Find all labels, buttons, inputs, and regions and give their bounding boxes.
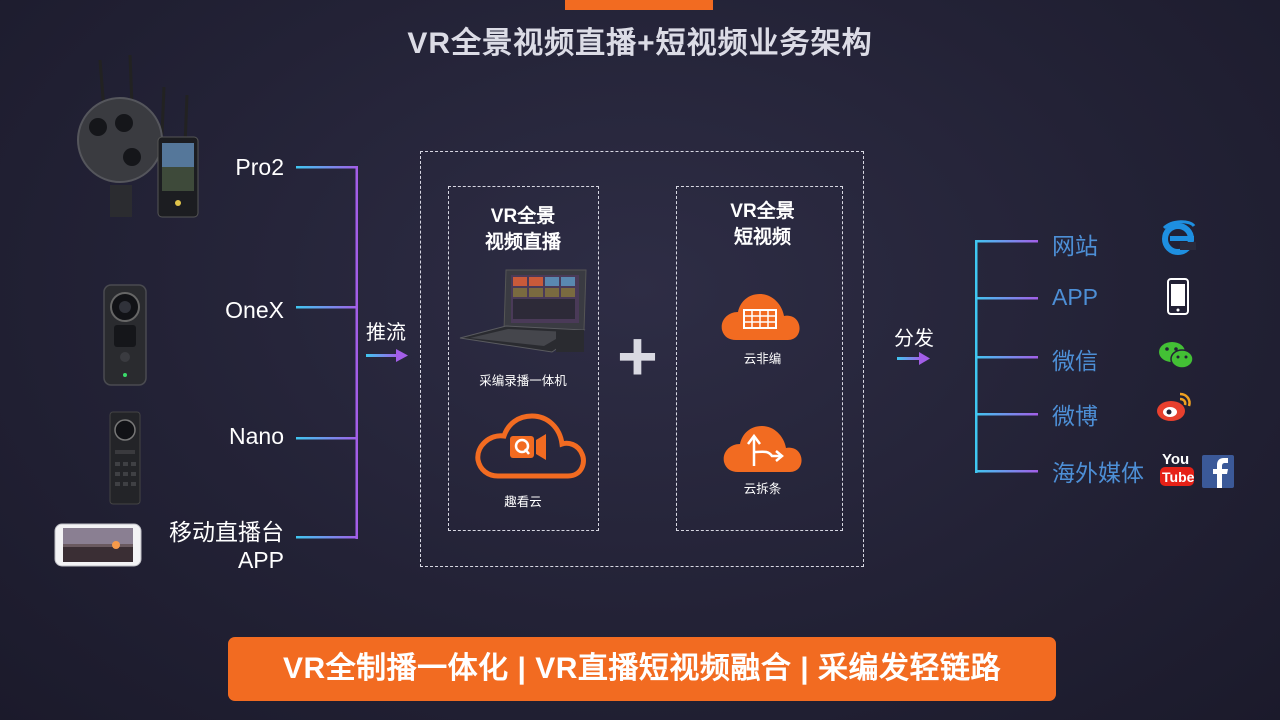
short-panel-title-line2: 短视频 <box>733 227 791 248</box>
live-panel-title-line2: 视频直播 <box>484 232 561 253</box>
plus-sign: + <box>617 317 658 395</box>
dest-label-website: 网站 <box>1052 233 1098 259</box>
cloud-editing-icon <box>721 294 800 340</box>
wechat-icon <box>1159 342 1194 369</box>
source-label-nano: Nano <box>229 423 284 449</box>
pro2-camera-image <box>77 54 199 218</box>
weibo-icon <box>1157 392 1191 421</box>
onex-camera-image <box>103 284 147 386</box>
caption-cloud-editing: 云非编 <box>743 352 782 366</box>
source-label-app-line1: 移动直播台 <box>169 519 284 545</box>
source-line-pro2 <box>296 166 358 169</box>
top-accent-bar <box>565 0 713 10</box>
nano-camera-image <box>109 411 141 505</box>
dest-label-weibo: 微博 <box>1052 403 1098 429</box>
ie-icon <box>1162 220 1196 255</box>
distribute-label: 分发 <box>894 328 934 350</box>
svg-text:Tube: Tube <box>1162 469 1195 485</box>
live-panel-title-line1: VR全景 <box>490 206 556 227</box>
short-video-panel <box>676 186 843 531</box>
dest-line-app <box>975 297 1038 300</box>
push-label: 推流 <box>366 322 406 344</box>
source-line-nano <box>296 437 358 440</box>
svg-text:You: You <box>1162 451 1189 468</box>
caption-cloud-clipping: 云拆条 <box>743 482 782 496</box>
source-label-pro2: Pro2 <box>235 154 284 180</box>
push-arrow <box>366 349 408 362</box>
source-label-onex: OneX <box>225 297 284 323</box>
source-bracket <box>355 166 358 539</box>
page-title: VR全景视频直播+短视频业务架构 <box>407 27 873 60</box>
dest-label-app: APP <box>1052 284 1099 310</box>
dest-line-overseas <box>975 470 1038 473</box>
caption-qukan-cloud: 趣看云 <box>504 495 542 509</box>
live-panel-title: VR全景 视频直播 <box>448 204 598 256</box>
platform-container <box>420 151 864 567</box>
caption-encoder: 采编录播一体机 <box>479 374 567 388</box>
dest-label-overseas-media: 海外媒体 <box>1052 460 1144 486</box>
source-label-mobile-app: 移动直播台 APP <box>169 518 284 574</box>
dest-line-weibo <box>975 413 1038 416</box>
cloud-clipping-icon <box>723 426 802 472</box>
encoder-laptop-image <box>459 269 587 353</box>
distribute-arrow <box>897 352 930 365</box>
source-label-app-line2: APP <box>237 547 284 573</box>
short-panel-title-line1: VR全景 <box>730 201 795 222</box>
source-line-onex <box>296 306 358 309</box>
dest-line-website <box>975 240 1038 243</box>
short-panel-title: VR全景 短视频 <box>680 199 845 251</box>
qukan-cloud-icon <box>475 413 586 479</box>
live-panel <box>448 186 599 531</box>
source-line-app <box>296 536 358 539</box>
dest-label-wechat: 微信 <box>1052 348 1098 374</box>
dest-line-wechat <box>975 356 1038 359</box>
phone-icon <box>1167 278 1189 315</box>
mobile-app-phone-image <box>54 523 142 567</box>
youtube-facebook-icon: You Tube <box>1160 451 1234 488</box>
bottom-banner: VR全制播一体化 | VR直播短视频融合 | 采编发轻链路 <box>228 637 1056 701</box>
